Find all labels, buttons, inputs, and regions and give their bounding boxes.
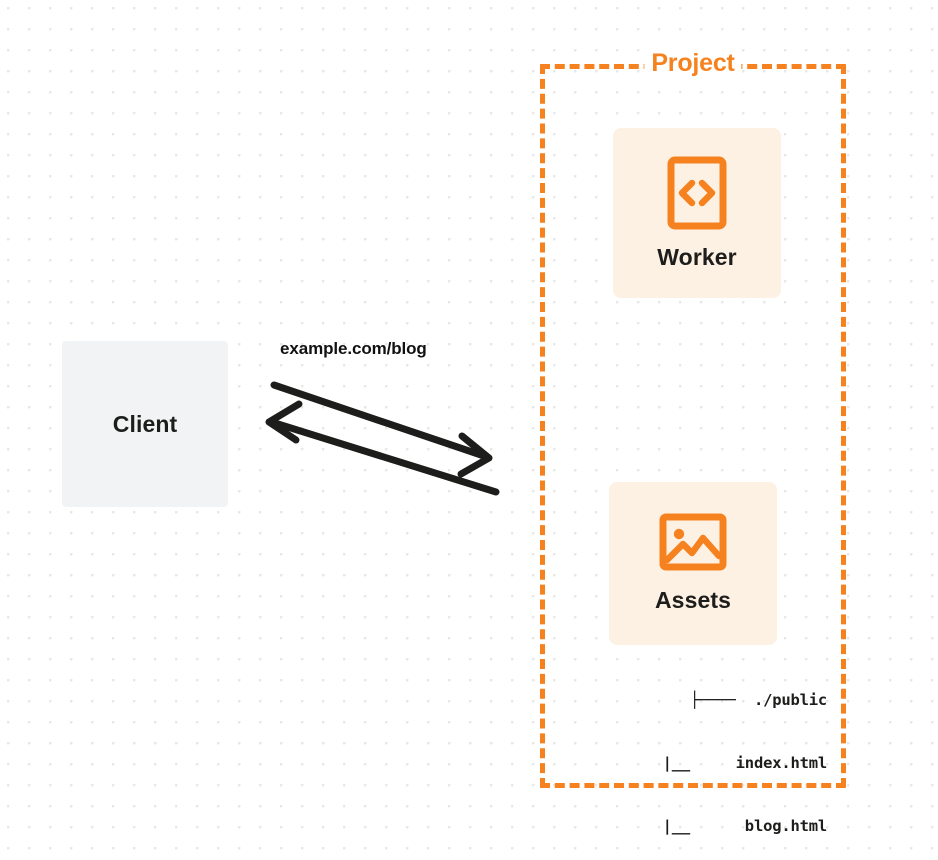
worker-card-label: Worker bbox=[657, 243, 737, 270]
response-arrow bbox=[265, 400, 500, 496]
file-tree-line-root: ├──── ./public bbox=[690, 691, 827, 709]
assets-card[interactable]: Assets bbox=[609, 482, 777, 645]
request-arrow bbox=[270, 381, 493, 478]
worker-card[interactable]: Worker bbox=[613, 128, 781, 298]
file-tree-line-index: |__ index.html bbox=[662, 754, 828, 772]
code-document-icon bbox=[667, 156, 727, 229]
image-picture-icon bbox=[659, 513, 727, 571]
client-node-label: Client bbox=[112, 410, 178, 437]
assets-file-tree: ├──── ./public |__ index.html |__ blog.h… bbox=[582, 648, 828, 860]
client-node[interactable]: Client bbox=[62, 341, 228, 507]
project-group: Project Worker Assets ├──── ./public |__… bbox=[540, 48, 846, 835]
assets-card-label: Assets bbox=[654, 587, 732, 613]
file-tree-line-blog: |__ blog.html bbox=[662, 817, 828, 835]
connection-url-label: example.com/blog bbox=[280, 339, 427, 358]
project-title: Project bbox=[644, 48, 742, 78]
